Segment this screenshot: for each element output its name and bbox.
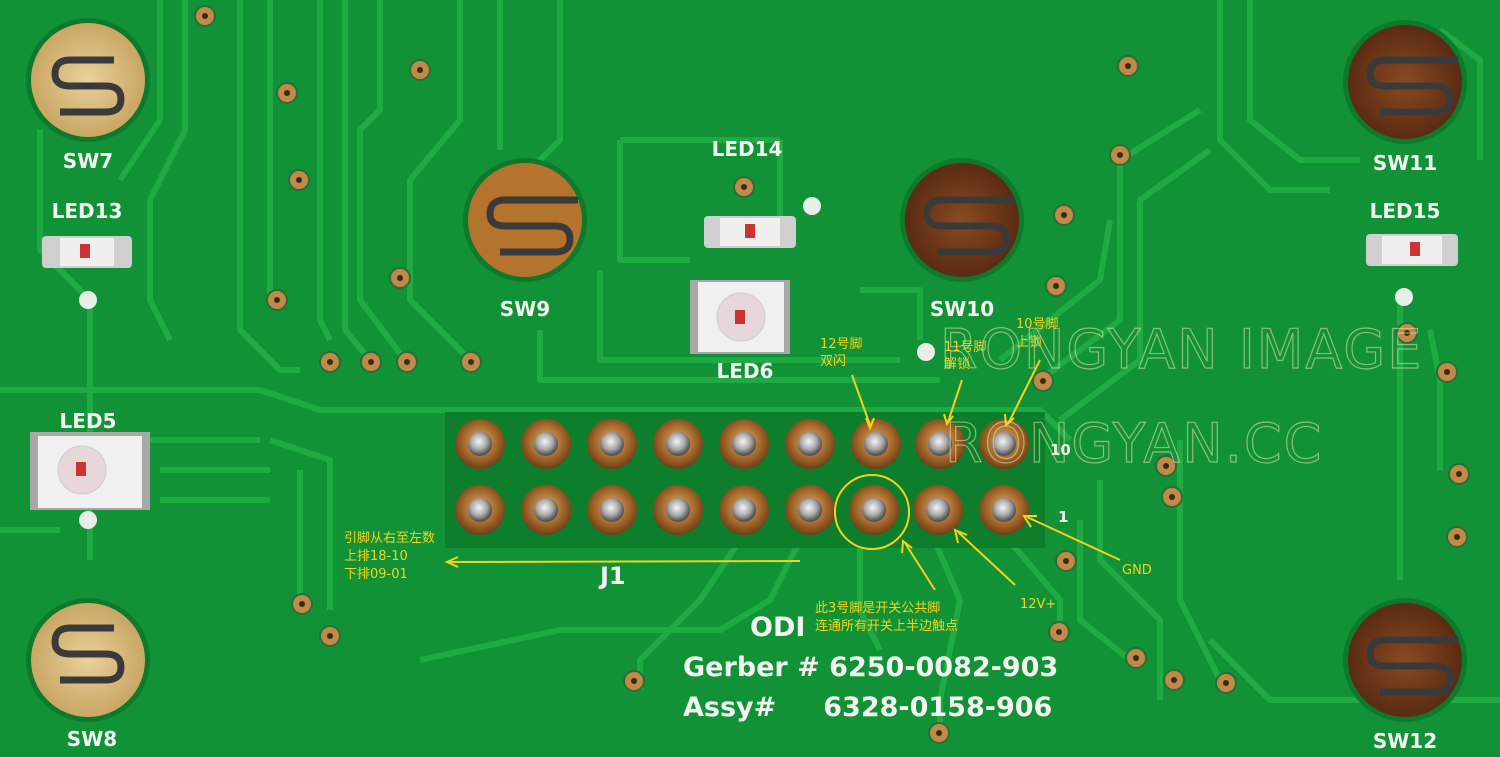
- note-order-line2: 上排18-10: [344, 549, 408, 564]
- watermark-line2: RONGYAN.CC: [945, 412, 1323, 475]
- led-led15: [1366, 234, 1458, 266]
- switch-pad-sw10: [900, 158, 1024, 282]
- label-led15: LED15: [1370, 199, 1441, 223]
- assembly-number: Assy# 6328-0158-906: [683, 692, 1052, 723]
- label-j1: J1: [598, 562, 626, 590]
- label-led14: LED14: [712, 137, 783, 161]
- label-sw8: SW8: [67, 727, 117, 751]
- label-sw9: SW9: [500, 297, 550, 321]
- led-led5: [30, 432, 150, 510]
- connector-j1: [445, 412, 1045, 548]
- led-led14: [704, 216, 796, 248]
- label-sw7: SW7: [63, 149, 113, 173]
- fiducial-marks: [79, 197, 1413, 529]
- label-pin-1: 1: [1058, 508, 1068, 526]
- switch-pad-sw12: [1343, 598, 1467, 722]
- switch-pad-sw9: [463, 158, 587, 282]
- gerber-number: Gerber # 6250-0082-903: [683, 652, 1058, 683]
- switch-pad-sw7: [26, 18, 150, 142]
- note-gnd: GND: [1122, 563, 1152, 578]
- note-pin12-line2: 双闪: [820, 354, 846, 369]
- label-sw10: SW10: [930, 297, 994, 321]
- note-pin10-line1: 10号脚: [1016, 316, 1059, 332]
- label-sw12: SW12: [1373, 729, 1437, 753]
- note-order-line3: 下排09-01: [344, 567, 408, 582]
- note-pin11-line1: 11号脚: [944, 339, 987, 355]
- label-sw11: SW11: [1373, 151, 1437, 175]
- led-led6: [690, 280, 790, 354]
- note-pin3-line2: 连通所有开关上半边触点: [815, 618, 958, 634]
- led-led13: [42, 236, 132, 268]
- label-led6: LED6: [717, 359, 774, 383]
- label-pin-10: 10: [1050, 441, 1071, 459]
- annotation-arrows: [444, 359, 1121, 591]
- note-pin10-line2: 上锁: [1016, 334, 1042, 350]
- watermark-line1: RONGYAN IMAGE: [940, 318, 1423, 381]
- note-pin3-line1: 此3号脚是开关公共脚: [815, 600, 940, 616]
- switch-pad-sw8: [26, 598, 150, 722]
- vias: [194, 5, 1470, 744]
- label-led13: LED13: [52, 199, 123, 223]
- note-pin11-line2: 解锁: [944, 356, 970, 372]
- label-led5: LED5: [60, 409, 117, 433]
- board-maker-label: ODI: [750, 612, 805, 643]
- switch-pad-sw11: [1343, 20, 1467, 144]
- note-order-line1: 引脚从右至左数: [344, 530, 435, 546]
- note-12v: 12V+: [1020, 597, 1056, 612]
- note-pin12-line1: 12号脚: [820, 336, 863, 352]
- copper-traces: [0, 0, 1500, 740]
